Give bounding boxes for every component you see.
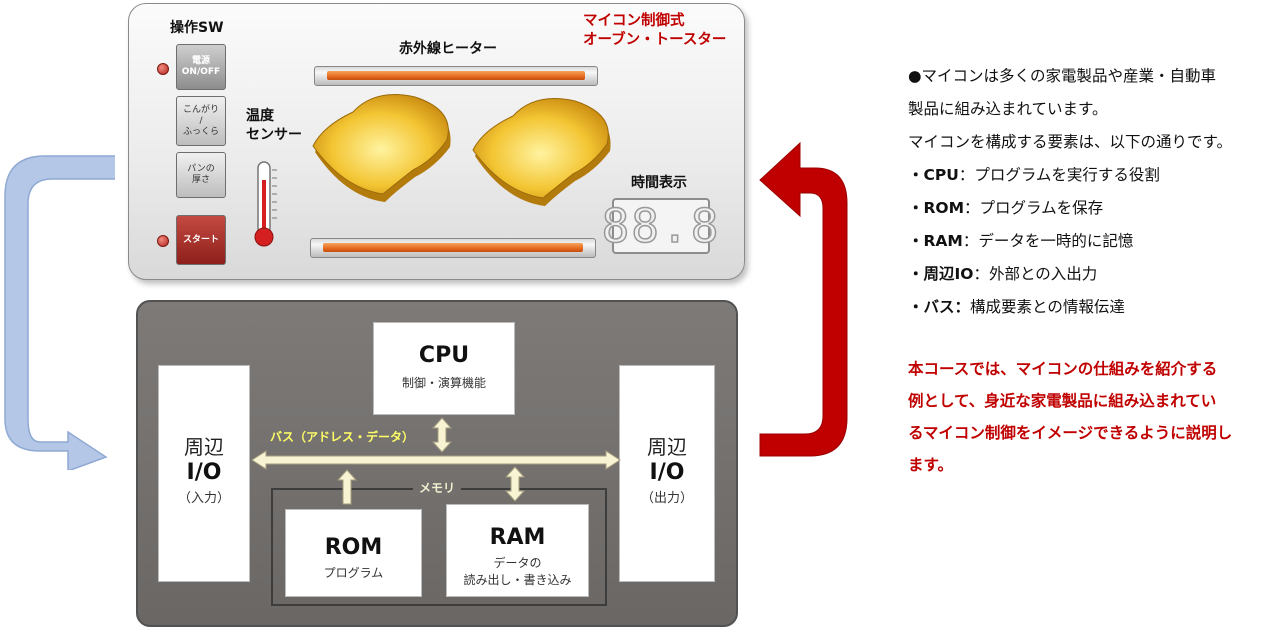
io-right-kanji: 周辺 [647, 435, 687, 459]
description-item-text: 構成要素との情報伝達 [970, 298, 1125, 316]
description-item-ram: ・RAM：データを一時的に記憶 [908, 225, 1268, 258]
cpu-bus-arrow [432, 417, 452, 453]
power-button-line1: 電源 [191, 56, 210, 66]
toast-level-button[interactable]: こんがり/ふっくら [176, 96, 226, 146]
sensor-label-line1: 温度 [246, 108, 274, 124]
start-button[interactable]: スタート [176, 215, 226, 265]
io-left-kanji: 周辺 [184, 435, 224, 459]
thermometer-icon [254, 161, 277, 247]
ram-sub-line2: 読み出し・書き込み [463, 573, 572, 587]
io-right-box: 周辺 I/O （出力） [619, 365, 715, 582]
course-note-line2: 例として、身近な家電製品に組み込まれてい [908, 392, 1217, 410]
rom-bus-arrow [337, 469, 357, 505]
cpu-sub: 制御・演算機能 [401, 376, 486, 390]
switch-label: 操作SW [170, 20, 224, 36]
description-item-term: ・バス： [908, 298, 971, 316]
toaster-title-line1: マイコン制御式 [583, 13, 685, 29]
toast-level-line1: こんがり [182, 104, 219, 115]
sensor-label-line2: センサー [246, 127, 302, 143]
description-item-term: ・ROM [908, 199, 965, 217]
description: ●マイコンは多くの家電製品や産業・自動車 製品に組み込まれています。 マイコンを… [908, 60, 1268, 324]
memory-label: メモリ [413, 479, 462, 496]
rom-sub: プログラム [323, 566, 384, 580]
toaster-title-line2: オーブン・トースター [583, 32, 727, 48]
top-heater [314, 66, 598, 86]
io-right-sub: （出力） [640, 491, 693, 506]
description-item-cpu: ・CPU：プログラムを実行する役割 [908, 159, 1268, 192]
time-display: 88.8 [601, 198, 721, 254]
description-item-bus: ・バス：構成要素との情報伝達 [908, 291, 1268, 324]
description-line3: マイコンを構成する要素は、以下の通りです。 [908, 133, 1232, 151]
description-item-io: ・周辺IO：外部との入出力 [908, 258, 1268, 291]
bread-thickness-button[interactable]: パンの厚さ [176, 152, 226, 198]
heater-label: 赤外線ヒーター [399, 41, 497, 57]
toast-slice-left-icon [312, 94, 451, 202]
course-note-line3: るマイコン制御をイメージできるように説明し [908, 424, 1233, 442]
description-line1: ●マイコンは多くの家電製品や産業・自動車 [908, 67, 1217, 85]
description-item-text: ：プログラムを保存 [964, 199, 1104, 217]
toaster-title: マイコン制御式 オーブン・トースター [583, 12, 726, 50]
io-right-io: I/O [649, 460, 685, 485]
output-flow-arrow [759, 141, 848, 457]
ram-bus-arrow [505, 466, 525, 502]
description-line2: 製品に組み込まれています。 [908, 100, 1108, 118]
io-left-io: I/O [186, 460, 222, 485]
ram-title: RAM [489, 525, 546, 550]
description-item-term: ・RAM [908, 232, 963, 250]
ram-sub-line1: データの [493, 556, 542, 570]
rom-box: ROM プログラム [285, 509, 422, 597]
bread-thickness-line2: 厚さ [191, 175, 210, 185]
rom-title: ROM [324, 535, 383, 560]
io-left-sub: （入力） [177, 491, 230, 506]
description-item-rom: ・ROM：プログラムを保存 [908, 192, 1268, 225]
bottom-heater [310, 238, 596, 258]
bus-label: バス（アドレス・データ） [270, 430, 415, 444]
bus-arrow [251, 450, 621, 470]
power-button-line2: ON/OFF [181, 67, 221, 77]
course-note-line4: ます。 [908, 456, 953, 474]
sensor-label: 温度 センサー [246, 107, 302, 145]
power-led [157, 63, 169, 75]
cpu-title: CPU [418, 343, 470, 368]
description-item-term: ・周辺IO [908, 265, 974, 283]
bread-thickness-line1: パンの [187, 164, 215, 174]
description-item-text: ：データを一時的に記憶 [962, 232, 1134, 250]
start-led [157, 235, 169, 247]
cpu-box: CPU 制御・演算機能 [373, 322, 515, 415]
input-flow-arrow [4, 155, 115, 470]
description-item-text: ：プログラムを実行する役割 [958, 166, 1160, 184]
toast-level-line3: ふっくら [182, 126, 219, 137]
io-left-box: 周辺 I/O （入力） [158, 365, 250, 582]
display-label: 時間表示 [631, 175, 687, 191]
course-note-line1: 本コースでは、マイコンの仕組みを紹介する [908, 360, 1218, 378]
toast-level-line2: / [199, 115, 203, 126]
course-note: 本コースでは、マイコンの仕組みを紹介する 例として、身近な家電製品に組み込まれて… [908, 353, 1273, 481]
description-item-text: ：外部との入出力 [973, 265, 1098, 283]
description-item-term: ・CPU [908, 166, 959, 184]
toast-slice-right-icon [472, 98, 611, 206]
ram-box: RAM データの 読み出し・書き込み [446, 504, 589, 597]
